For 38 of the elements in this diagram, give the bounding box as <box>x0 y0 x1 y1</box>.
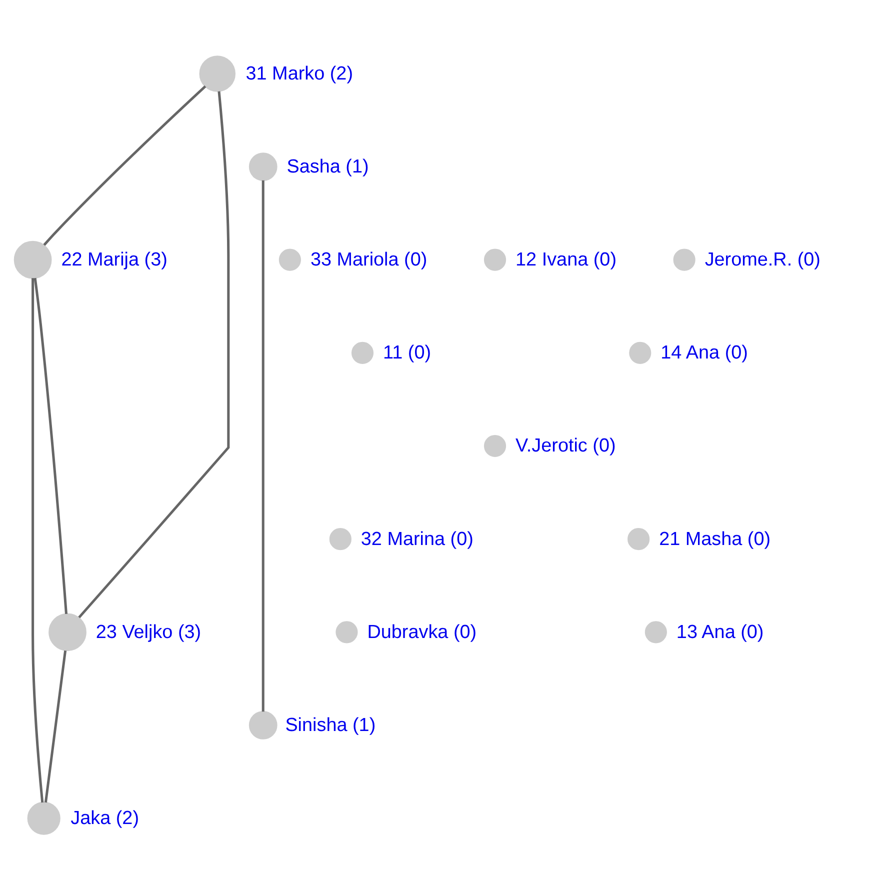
node-label: 12 Ivana (0) <box>516 250 617 271</box>
node-circle <box>673 248 696 271</box>
node-label: Sinisha (1) <box>285 714 376 736</box>
node-circle <box>629 342 652 364</box>
connector <box>43 85 206 246</box>
node-label: 22 Marija (3) <box>61 250 168 271</box>
node-label: 33 Mariola (0) <box>310 250 428 271</box>
connector <box>34 278 68 614</box>
node-circle <box>199 56 236 92</box>
node-circle <box>329 528 352 550</box>
node-label: 23 Veljko (3) <box>96 622 202 643</box>
node-circle <box>278 248 301 271</box>
node-circle <box>484 434 506 458</box>
node-circle <box>48 613 86 652</box>
node-label: 31 Marko (2) <box>246 63 354 84</box>
connector <box>32 278 44 803</box>
node-label: Jerome.R. (0) <box>704 250 820 271</box>
connector <box>262 180 264 712</box>
node-circle <box>484 248 506 271</box>
node-circle <box>14 240 52 279</box>
node-circle <box>248 152 278 181</box>
node-label: 14 Ana (0) <box>660 342 748 364</box>
node-circle <box>351 342 374 364</box>
node-label: V.Jerotic (0) <box>516 436 616 457</box>
node-circle <box>27 802 60 835</box>
node-label: 13 Ana (0) <box>676 622 764 643</box>
node-circle <box>248 711 278 740</box>
node-label: Jaka (2) <box>70 808 140 829</box>
node-label: Sasha (1) <box>286 156 369 178</box>
node-label: 21 Masha (0) <box>659 528 771 550</box>
node-label: 32 Marina (0) <box>360 528 474 550</box>
node-circle <box>644 621 667 644</box>
connector <box>44 650 67 803</box>
node-label: Dubravka (0) <box>367 622 477 643</box>
node-circle <box>628 528 650 550</box>
connector <box>78 91 230 618</box>
node-label: 11 (0) <box>383 342 432 364</box>
node-circle <box>336 621 358 644</box>
